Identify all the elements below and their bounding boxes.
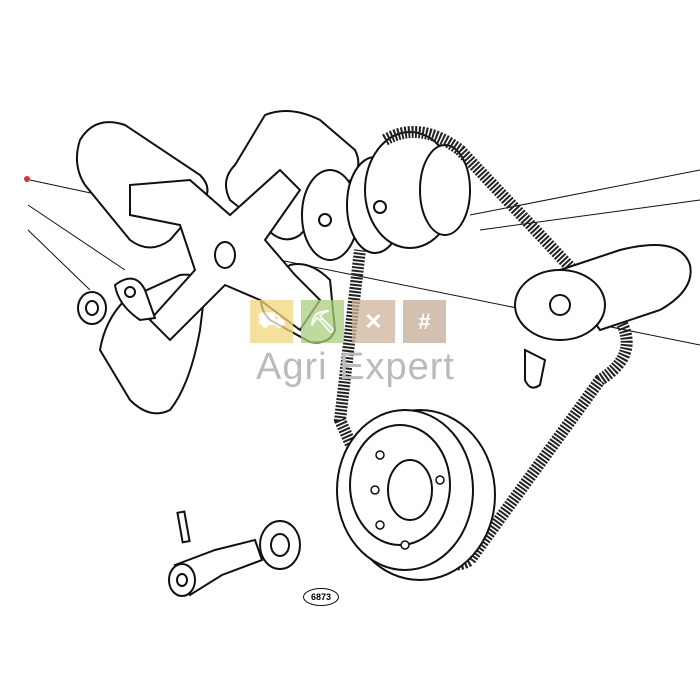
tractor-icon: ⛟: [250, 300, 293, 343]
roll-pin: [176, 510, 191, 544]
alternator-bracket: [524, 348, 547, 389]
fan-belt: [333, 126, 633, 571]
watermark-brand: Agri Expert: [256, 346, 455, 388]
pulley-bolt: [168, 538, 264, 597]
crankshaft-pulley: [336, 409, 496, 581]
bolt-washer: [259, 520, 301, 570]
fan-nut: [77, 291, 107, 325]
reference-number: 6873: [303, 588, 339, 606]
water-pump-pulley: [301, 131, 471, 261]
alternator: [514, 244, 692, 389]
tools-icon: ✕: [352, 300, 395, 343]
lock-tab-washer: [113, 277, 157, 322]
fence-icon: #: [403, 300, 446, 343]
watermark: ⛟ ⛏ ✕ # Agri Expert: [250, 300, 454, 390]
marker-dot: [24, 176, 30, 182]
fan-hub-hole: [214, 241, 236, 269]
wheelbarrow-icon: ⛏: [301, 300, 344, 343]
